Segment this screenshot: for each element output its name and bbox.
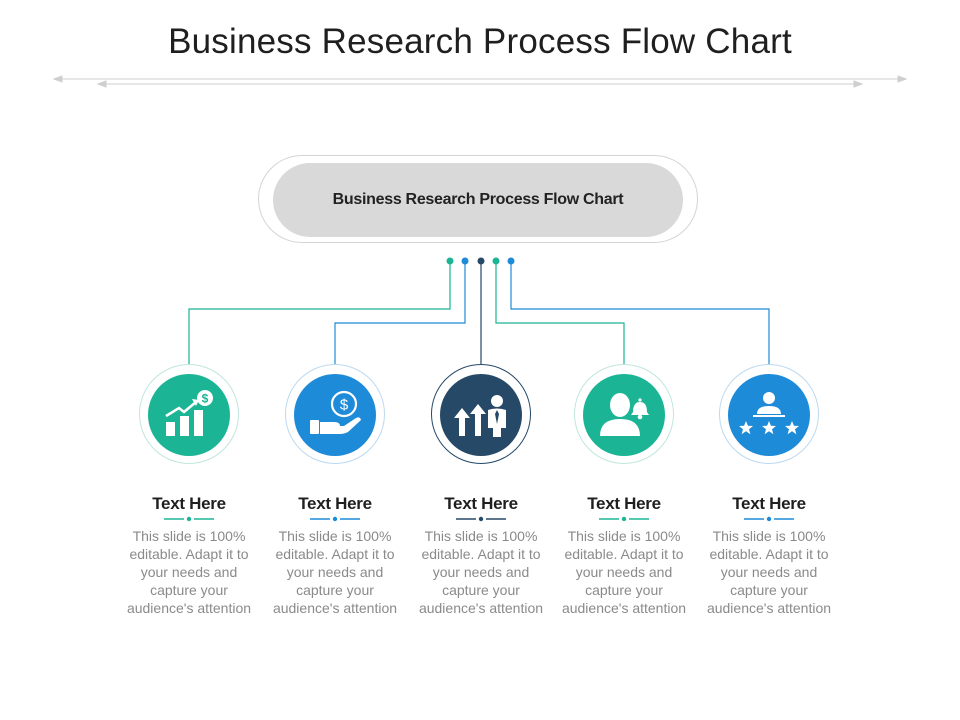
step-ring	[285, 364, 385, 464]
user-rating-stars-icon	[728, 374, 810, 456]
connector-step-1	[188, 261, 451, 364]
connector-dot	[461, 257, 469, 265]
connector-step-4	[495, 261, 625, 364]
step-title: Text Here	[152, 494, 226, 513]
center-pill-label: Business Research Process Flow Chart	[332, 191, 624, 208]
step-divider	[310, 516, 360, 522]
user-bell-icon	[583, 374, 665, 456]
hand-coin-icon: $	[294, 374, 376, 456]
connector-dot	[446, 257, 454, 265]
title-divider	[52, 75, 908, 88]
step-description: This slide is 100% editable. Adapt it to…	[126, 528, 252, 616]
step-divider	[456, 516, 506, 522]
step-title: Text Here	[587, 494, 661, 513]
svg-text:$: $	[202, 392, 209, 406]
step-ring	[574, 364, 674, 464]
step-divider	[164, 516, 214, 522]
step-title: Text Here	[444, 494, 518, 513]
step-description: This slide is 100% editable. Adapt it to…	[706, 528, 832, 616]
connector-step-2	[334, 261, 466, 364]
connector-step-5	[510, 261, 770, 364]
step-ring	[719, 364, 819, 464]
step-title: Text Here	[298, 494, 372, 513]
center-pill: Business Research Process Flow Chart	[273, 163, 683, 237]
slide-title: Business Research Process Flow Chart	[168, 22, 792, 61]
step-description: This slide is 100% editable. Adapt it to…	[272, 528, 398, 616]
svg-text:$: $	[340, 397, 349, 414]
growth-chart-dollar-icon: $	[148, 374, 230, 456]
connector-dot	[507, 257, 515, 265]
step-ring	[139, 364, 239, 464]
connector-dot	[477, 257, 485, 265]
connector-dot	[492, 257, 500, 265]
step-title: Text Here	[732, 494, 806, 513]
step-divider	[744, 516, 794, 522]
step-description: This slide is 100% editable. Adapt it to…	[418, 528, 544, 616]
step-description: This slide is 100% editable. Adapt it to…	[561, 528, 687, 616]
step-ring	[431, 364, 531, 464]
businessman-arrows-icon	[440, 374, 522, 456]
step-divider	[599, 516, 649, 522]
